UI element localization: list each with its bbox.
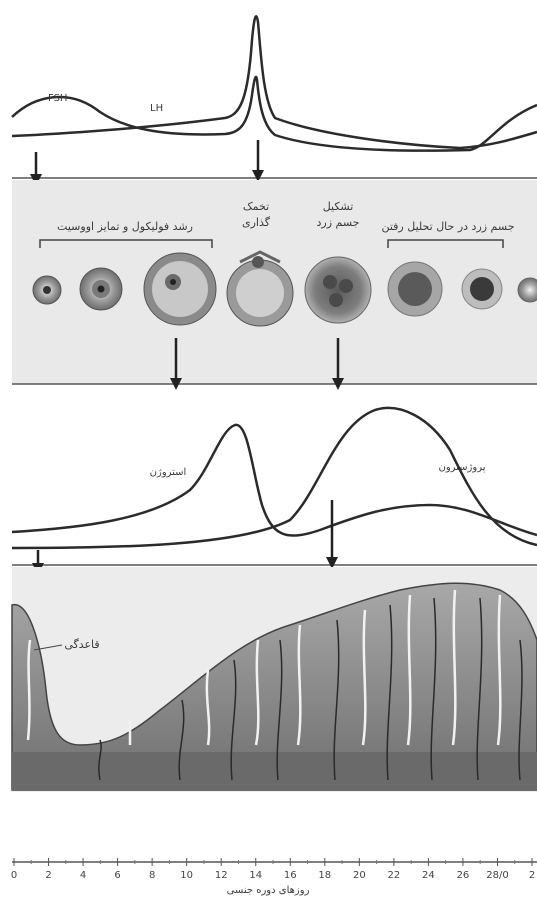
axis-tick-label: 10 [180,870,193,881]
follicle-growth-label: رشد فولیکول و تمایز اووسیت [57,220,193,233]
axis-tick-label: 28/0 [486,870,508,881]
arrows-row-1 [30,140,264,186]
endometrium-panel: قاعدگی [12,567,537,792]
axis-tick-label: 2 [45,870,51,881]
axis-tick-label: 4 [80,870,86,881]
tertiary-follicle [144,253,216,325]
axis-tick-label: 2 [529,870,535,881]
lh-label: LH [150,103,163,114]
ovulation-label-2: گذاری [242,216,271,229]
estrogen-label: استروژن [150,467,187,478]
axis-title: روزهای دوره جنسی [227,885,310,896]
corpus-luteum [305,257,371,323]
primary-follicle [33,276,61,304]
axis-tick-label: 18 [318,870,331,881]
axis-tick-label: 6 [114,870,120,881]
axis-tick-label: 22 [387,870,400,881]
estrogen-curve [12,425,537,536]
arrows-row-3 [32,500,338,575]
regressing-luteum-label: جسم زرد در حال تحلیل رفتن [381,220,514,233]
ovarian-cycle-panel: رشد فولیکول و تمایز اووسیت تخمک گذاری تش… [12,180,537,384]
regressing-corpus-luteum-1 [388,262,442,316]
axis-tick-label: 24 [422,870,435,881]
progesterone-curve [12,408,537,548]
axis-tick-label: 0 [11,870,17,881]
axis-tick-label: 20 [353,870,366,881]
pituitary-hormone-panel: FSH LH [12,16,537,178]
axis-tick-label: 14 [249,870,262,881]
corpus-luteum-label-1: تشکیل [323,200,354,213]
axis-tick-label: 12 [215,870,228,881]
ovulation-label-1: تخمک [243,200,269,213]
corpus-luteum-label-2: جسم زرد [317,216,360,229]
secondary-follicle [80,268,122,310]
fsh-curve [12,77,537,151]
axis-tick-label: 26 [457,870,470,881]
menstruation-label: قاعدگی [64,638,99,651]
new-follicle [518,278,537,302]
axis-tick-label: 16 [284,870,297,881]
progesterone-label: پروژسترون [438,462,485,473]
regressing-corpus-luteum-2 [462,269,502,309]
ovarian-hormone-panel: استروژن پروژسترون [12,408,537,565]
axis-tick-label: 8 [149,870,155,881]
fsh-label: FSH [48,93,67,104]
basal-layer [12,752,537,790]
lh-curve [12,16,537,148]
